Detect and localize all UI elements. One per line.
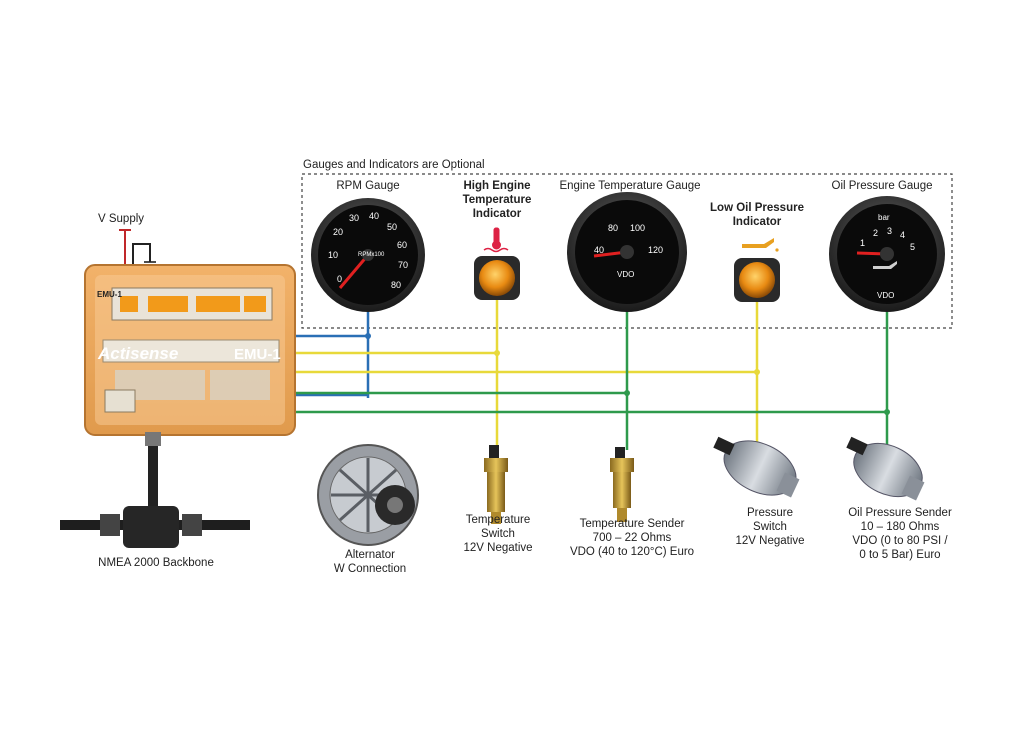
nmea-2000-backbone — [60, 432, 250, 548]
temperature-switch — [484, 445, 508, 524]
emu-model: EMU-1 — [234, 346, 281, 363]
op-brand: VDO — [877, 291, 895, 300]
alternator-line2: W Connection — [333, 563, 407, 575]
rpm-tick-50: 50 — [387, 222, 398, 232]
temp-switch-label: Temperature Switch 12V Negative — [463, 513, 532, 555]
low-oil-title: Low Oil Pressure Indicator — [710, 202, 804, 228]
alternator — [317, 444, 419, 546]
rpm-needle — [338, 254, 370, 289]
temp-switch-line2: Switch — [481, 528, 515, 540]
pressure-switch-line3: 12V Negative — [735, 535, 805, 547]
rpm-tick-10: 10 — [328, 250, 339, 260]
oil-sender-line3: VDO (0 to 80 PSI / — [852, 535, 948, 547]
et-brand: VDO — [617, 270, 635, 279]
oil-can-icon — [742, 238, 779, 252]
op-tick-3: 3 — [887, 226, 893, 236]
et-tick-80: 80 — [608, 223, 619, 233]
alternator-label: Alternator W Connection — [334, 548, 406, 576]
oil-can-icon — [873, 261, 897, 269]
rpm-tick-30: 30 — [349, 213, 360, 223]
temp-sender-label: Temperature Sender 700 – 22 Ohms VDO (40… — [570, 517, 694, 559]
temperature-warning-icon — [483, 227, 509, 253]
rpm-gauge-title: RPM Gauge — [336, 180, 400, 192]
op-tick-2: 2 — [873, 228, 879, 238]
high-temp-title: High Engine Temperature Indicator — [462, 180, 532, 220]
rpm-face-text: RPMx100 — [358, 252, 385, 258]
temp-switch-line3: 12V Negative — [463, 542, 533, 554]
et-tick-120: 120 — [648, 245, 664, 255]
alternator-line1: Alternator — [345, 549, 395, 561]
wire-junctions — [365, 333, 890, 415]
oil-pressure-sender — [846, 436, 925, 501]
emu-header-tag: EMU-1 — [97, 290, 122, 299]
op-unit: bar — [878, 213, 890, 222]
pressure-switch-line2: Switch — [753, 521, 787, 533]
rpm-tick-60: 60 — [397, 240, 408, 250]
yellow-wire-high-temp — [262, 300, 499, 450]
op-tick-5: 5 — [910, 242, 916, 252]
temp-switch-line1: Temperature — [465, 514, 531, 526]
emu-brand: Actisense — [98, 344, 179, 363]
pressure-switch-line1: Pressure — [746, 507, 794, 519]
temp-sender-line3: VDO (40 to 120°C) Euro — [569, 546, 695, 558]
pressure-switch — [713, 436, 800, 498]
rpm-tick-80: 80 — [391, 280, 402, 290]
oil-sender-line1: Oil Pressure Sender — [848, 507, 952, 519]
rpm-tick-0: 0 — [337, 274, 343, 284]
op-tick-1: 1 — [860, 238, 866, 248]
pressure-switch-label: Pressure Switch 12V Negative — [735, 506, 804, 548]
temp-sender-line1: Temperature Sender — [579, 518, 685, 530]
v-supply-label: V Supply — [98, 213, 145, 225]
oil-sender-label: Oil Pressure Sender 10 – 180 Ohms VDO (0… — [848, 506, 952, 562]
low-oil-pressure-indicator — [734, 238, 780, 302]
oil-pressure-gauge — [829, 196, 945, 312]
engine-temperature-gauge — [567, 192, 687, 312]
temp-sender-line2: 700 – 22 Ohms — [592, 532, 672, 544]
optional-box-label: Gauges and Indicators are Optional — [303, 159, 485, 171]
oil-pressure-gauge-title: Oil Pressure Gauge — [831, 180, 933, 192]
rpm-tick-40: 40 — [369, 211, 380, 221]
engine-temp-gauge-title: Engine Temperature Gauge — [559, 180, 701, 192]
high-engine-temp-indicator — [474, 227, 520, 300]
et-tick-40: 40 — [594, 245, 605, 255]
op-tick-4: 4 — [900, 230, 906, 240]
backbone-label: NMEA 2000 Backbone — [98, 557, 214, 569]
temperature-sender — [610, 447, 634, 522]
emu-1-module — [84, 264, 296, 436]
et-tick-100: 100 — [630, 223, 646, 233]
rpm-tick-20: 20 — [333, 227, 344, 237]
rpm-tick-70: 70 — [398, 260, 409, 270]
rpm-gauge — [311, 198, 425, 312]
oil-sender-line2: 10 – 180 Ohms — [860, 521, 940, 533]
oil-sender-line4: 0 to 5 Bar) Euro — [859, 549, 941, 561]
